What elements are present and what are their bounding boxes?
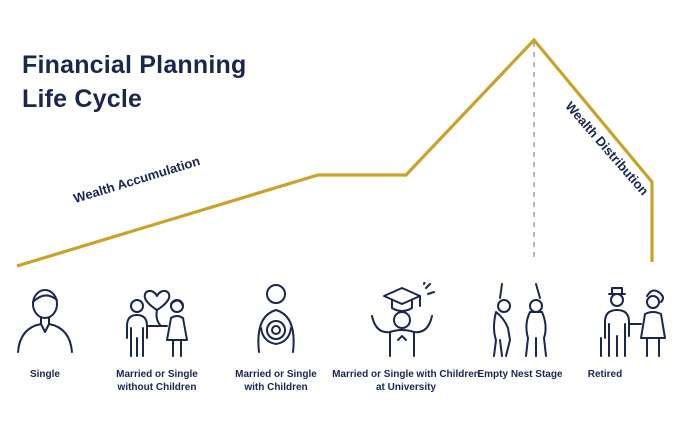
- stage-single: [0, 282, 115, 358]
- stage-label-university: Married or Single with Children at Unive…: [296, 368, 516, 394]
- stage-children-university: [332, 282, 472, 358]
- stage-label-line: with Children: [244, 382, 308, 393]
- stretching-couple-icon: [493, 283, 547, 357]
- stage-label-line: Married or Single: [235, 369, 317, 380]
- stage-label-line: at University: [375, 382, 437, 393]
- graduate-cap-icon: [371, 282, 435, 357]
- title-line-1: Financial Planning: [22, 51, 247, 79]
- stage-label-without-children: Married or Single without Children: [82, 368, 232, 394]
- stage-label-empty-nest: Empty Nest Stage: [445, 368, 595, 381]
- title-line-2: Life Cycle: [22, 85, 143, 113]
- stage-label-line: without Children: [117, 382, 197, 393]
- stage-couple-no-children: [87, 282, 227, 358]
- stage-label-single: Single: [0, 368, 120, 381]
- stage-label-line: Single: [29, 369, 60, 380]
- stage-label-retired: Retired: [530, 368, 679, 381]
- stage-empty-nest: [450, 282, 590, 358]
- stage-label-line: Married or Single with Children: [332, 369, 480, 380]
- couple-heart-balloon-icon: [126, 290, 188, 357]
- stage-label-with-children: Married or Single with Children: [201, 368, 351, 394]
- wealth-curve: [16, 37, 654, 268]
- stage-label-line: Retired: [587, 369, 623, 380]
- single-person-icon: [17, 289, 73, 353]
- stage-label-line: Empty Nest Stage: [477, 369, 563, 380]
- stage-label-line: Married or Single: [116, 369, 198, 380]
- elderly-couple-icon: [600, 287, 666, 357]
- stage-with-children: [206, 282, 346, 358]
- diagram-title: Financial Planning Life Cycle: [22, 48, 246, 116]
- parent-with-baby-icon: [257, 284, 295, 353]
- stage-retired: [565, 282, 679, 358]
